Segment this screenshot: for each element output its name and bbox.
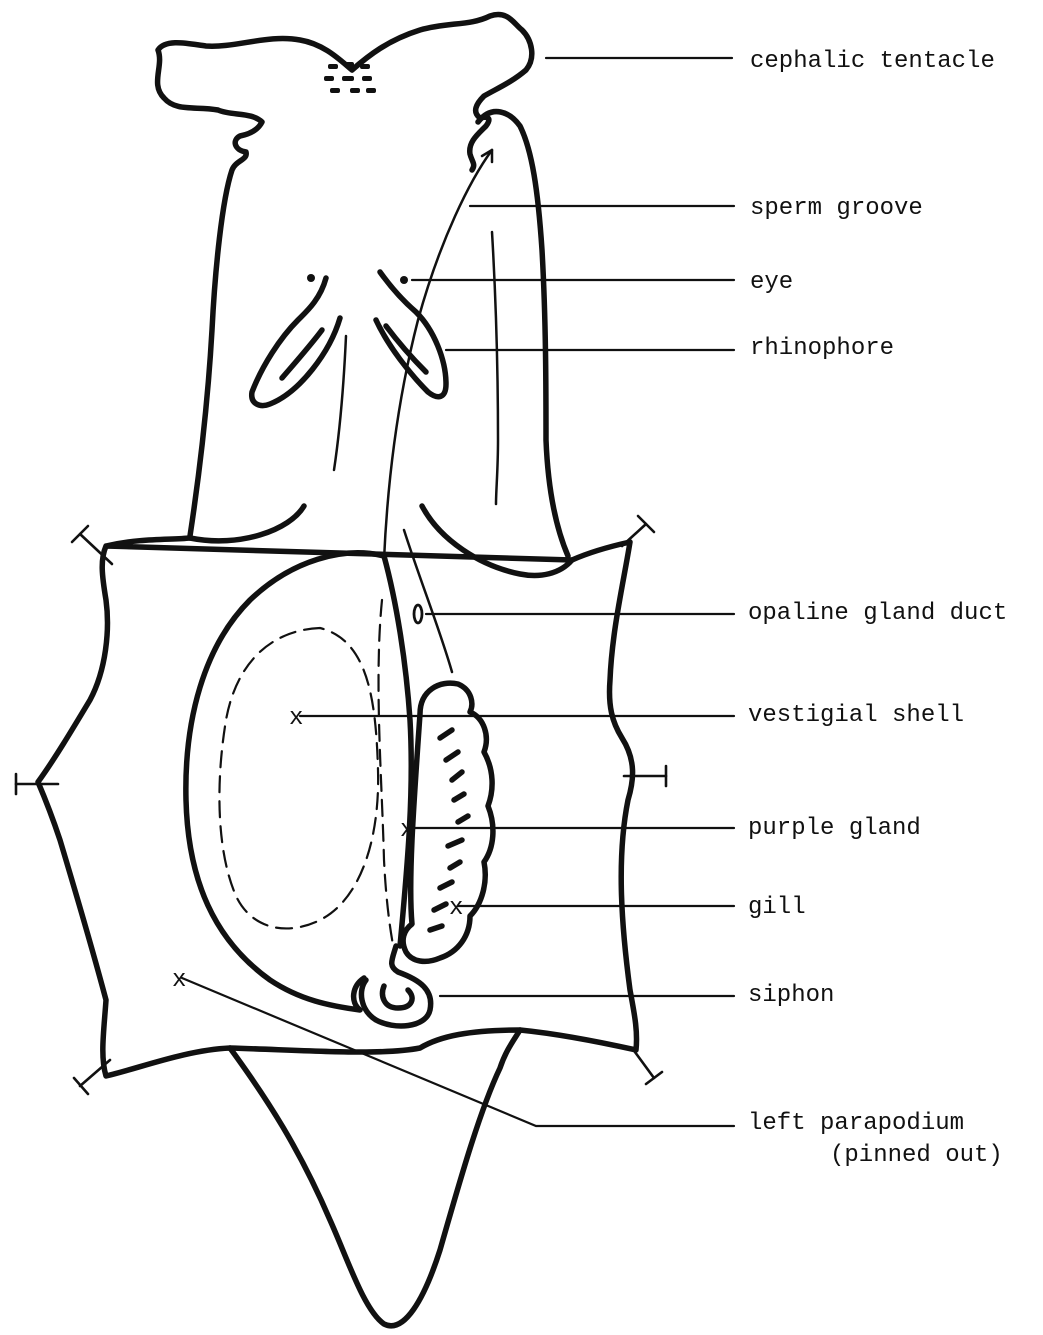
labels: cephalic tentacle sperm groove eye rhino… xyxy=(748,48,1007,1169)
label-sperm-groove: sperm groove xyxy=(750,195,923,222)
label-vestigial-shell: vestigial shell xyxy=(748,702,964,729)
neck-base-left xyxy=(190,506,304,541)
neck-median-line xyxy=(334,336,346,470)
neck-base-right xyxy=(422,506,572,575)
leader-left-parapodium xyxy=(182,978,734,1126)
opaline-gland-duct-mark xyxy=(414,605,422,623)
duct-line xyxy=(404,530,452,672)
label-purple-gland: purple gland xyxy=(748,815,921,842)
mantle xyxy=(186,530,452,1010)
cross-marker-gill: x xyxy=(449,895,463,922)
label-rhinophore: rhinophore xyxy=(750,335,894,362)
eye-right-dot xyxy=(400,276,408,284)
siphon-outline xyxy=(361,946,430,1026)
cross-marker-purple-gland: x xyxy=(400,817,414,844)
eye-left-dot xyxy=(307,274,315,282)
tail-outline xyxy=(230,1030,520,1326)
mantle-outline xyxy=(186,553,384,1010)
shell-edge-dashed xyxy=(379,600,394,950)
cross-marker-parapodium: x xyxy=(172,967,186,994)
neck-right-groove xyxy=(492,232,498,504)
left-rhinophore xyxy=(252,278,340,406)
label-gill: gill xyxy=(748,894,806,921)
label-siphon: siphon xyxy=(748,982,834,1009)
siphon-inner xyxy=(383,986,413,1008)
gill-region xyxy=(361,683,493,1026)
label-pinned-out: (pinned out) xyxy=(830,1142,1003,1169)
label-opaline-gland-duct: opaline gland duct xyxy=(748,600,1007,627)
right-rhinophore xyxy=(376,272,446,397)
cross-marker-shell: x xyxy=(289,705,303,732)
vestigial-shell-outline xyxy=(219,628,378,928)
neck-right-outline xyxy=(478,112,568,556)
head xyxy=(158,15,572,576)
mantle-inner-right xyxy=(384,556,411,946)
label-cephalic-tentacle: cephalic tentacle xyxy=(750,48,995,75)
head-notch-marks xyxy=(324,62,376,93)
label-left-parapodium: left parapodium xyxy=(748,1110,964,1137)
label-eye: eye xyxy=(750,269,793,296)
head-outline xyxy=(158,15,532,536)
leader-lines xyxy=(182,58,734,1126)
